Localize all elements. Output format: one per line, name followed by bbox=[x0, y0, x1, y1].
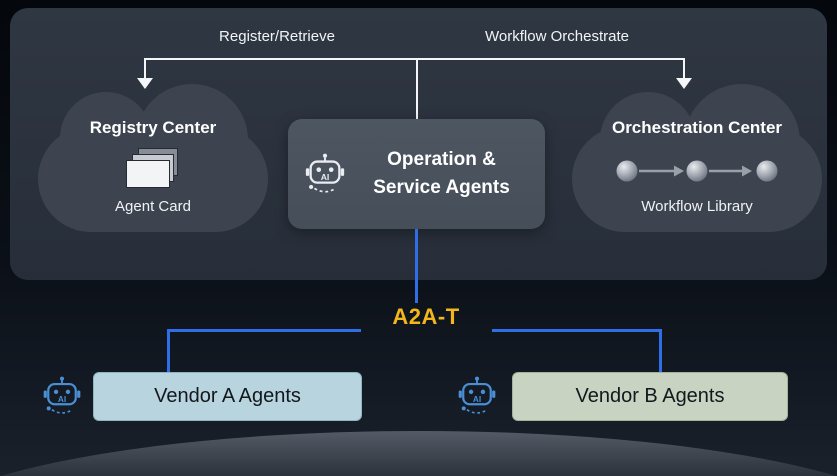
a2a-t-bus-label: A2A-T bbox=[392, 304, 460, 329]
vendor-b-drop-line bbox=[659, 329, 662, 372]
operation-title-line1: Operation & bbox=[387, 149, 496, 171]
operation-service-agents-box: Operation & Service Agents bbox=[288, 119, 545, 229]
top-connector-line bbox=[145, 58, 684, 60]
orchestration-center-cloud: Orchestration Center Workflow Library bbox=[572, 84, 822, 232]
vendor-b-robot-icon bbox=[455, 374, 499, 418]
vendor-a-drop-line bbox=[167, 329, 170, 372]
bus-horizontal-left bbox=[167, 329, 361, 332]
workflow-nodes-icon bbox=[616, 160, 778, 182]
bus-horizontal-right bbox=[492, 329, 662, 332]
ai-robot-icon bbox=[302, 151, 348, 197]
left-connector-stub bbox=[144, 58, 146, 78]
vendor-a-label: Vendor A Agents bbox=[154, 385, 301, 407]
floor-shadow bbox=[0, 431, 837, 476]
workflow-orchestrate-label: Workflow Orchestrate bbox=[485, 28, 629, 45]
card-stack-icon bbox=[126, 148, 180, 190]
registry-center-cloud: Registry Center Agent Card bbox=[38, 84, 268, 232]
bus-vertical-line bbox=[415, 229, 418, 303]
vendor-a-robot-icon bbox=[40, 374, 84, 418]
center-connector-line bbox=[416, 58, 418, 120]
operation-box-title: Operation & Service Agents bbox=[356, 146, 545, 201]
right-arrow-icon bbox=[676, 78, 692, 89]
orchestration-center-title: Orchestration Center bbox=[611, 118, 783, 137]
operation-title-line2: Service Agents bbox=[373, 177, 510, 198]
vendor-b-label: Vendor B Agents bbox=[575, 385, 725, 407]
register-retrieve-label: Register/Retrieve bbox=[219, 28, 335, 45]
right-connector-stub bbox=[683, 58, 685, 78]
vendor-b-agents-box: Vendor B Agents bbox=[512, 372, 788, 421]
vendor-a-agents-box: Vendor A Agents bbox=[93, 372, 362, 421]
left-arrow-icon bbox=[137, 78, 153, 89]
workflow-library-label: Workflow Library bbox=[641, 198, 753, 215]
registry-center-title: Registry Center bbox=[89, 118, 217, 137]
agent-card-label: Agent Card bbox=[115, 198, 191, 215]
